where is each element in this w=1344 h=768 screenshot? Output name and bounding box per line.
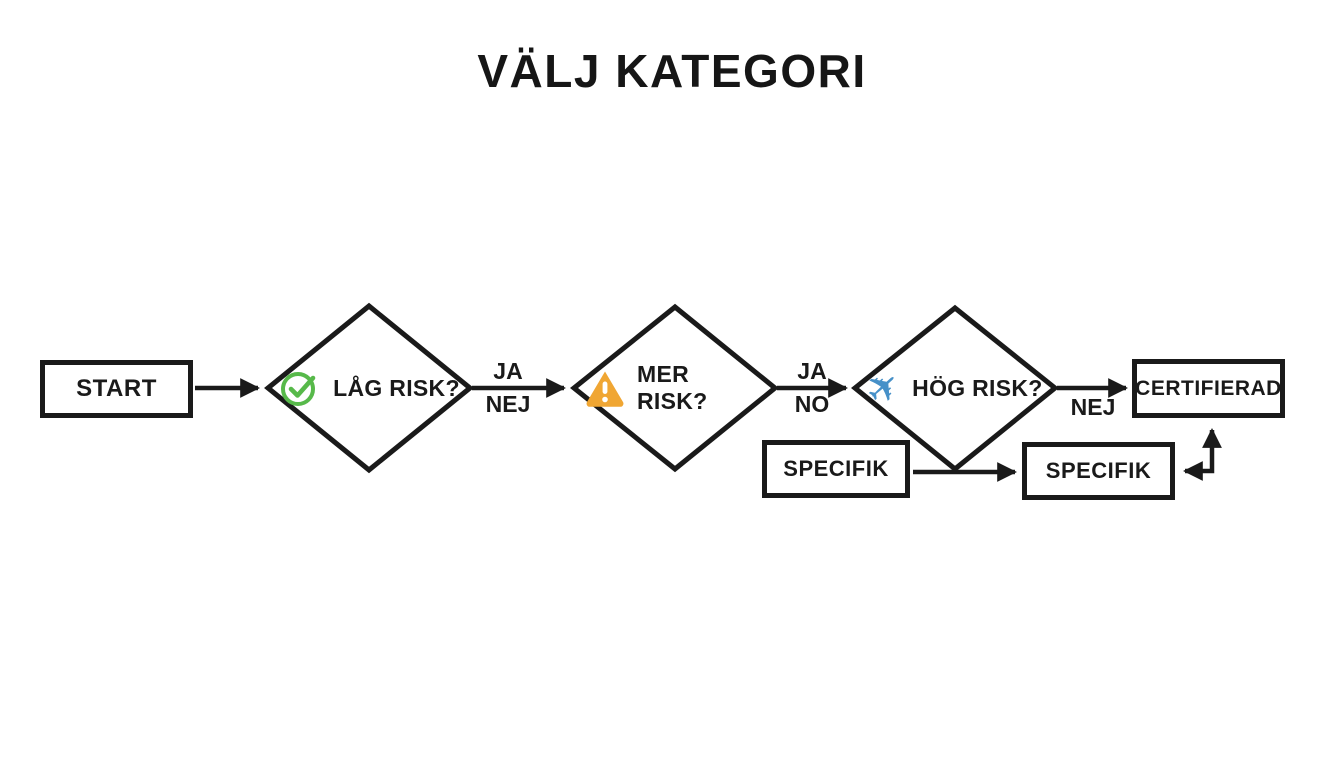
edge-label-nej: NEJ <box>485 391 531 417</box>
edge-label-high-to-certified: NEJ <box>1070 394 1116 420</box>
diamond-high-risk <box>851 304 1059 473</box>
specific-node-left: SPECIFIK <box>762 440 910 498</box>
edge-label-ja: JA <box>493 358 523 384</box>
page-title: VÄLJ KATEGORI <box>477 45 867 97</box>
edge-label-more-to-high: JA NO <box>767 357 857 419</box>
warning-triangle-icon <box>584 369 626 407</box>
start-node-label: START <box>76 375 157 402</box>
certified-node-label: CERTIFIERAD <box>1135 376 1282 400</box>
check-circle-icon <box>278 367 322 409</box>
edge-specifik-to-certified <box>1183 428 1222 481</box>
specific-node-right: SPECIFIK <box>1022 442 1175 500</box>
start-node: START <box>40 360 193 418</box>
diamond-low-risk <box>264 302 474 474</box>
specific-node-right-label: SPECIFIK <box>1045 458 1152 483</box>
low-risk-node-content: LÅG RISK? <box>276 362 462 414</box>
edge-label-no: NO <box>794 391 830 417</box>
specific-node-left-label: SPECIFIK <box>783 456 889 481</box>
airplane-icon: ✈ <box>856 359 913 417</box>
diamond-more-risk <box>570 303 779 473</box>
certified-node: CERTIFIERAD <box>1132 359 1285 418</box>
low-risk-node-label: LÅG RISK? <box>333 374 460 401</box>
edge-label-ja: JA <box>797 358 827 384</box>
high-risk-node-content: ✈ HÖG RISK? <box>856 359 1048 417</box>
more-risk-node-content: MER RISK? <box>584 361 766 414</box>
more-risk-node-label: MER RISK? <box>637 361 708 414</box>
high-risk-node-label: HÖG RISK? <box>912 374 1043 401</box>
edge-label-low-to-more: JA NEJ <box>463 357 553 419</box>
